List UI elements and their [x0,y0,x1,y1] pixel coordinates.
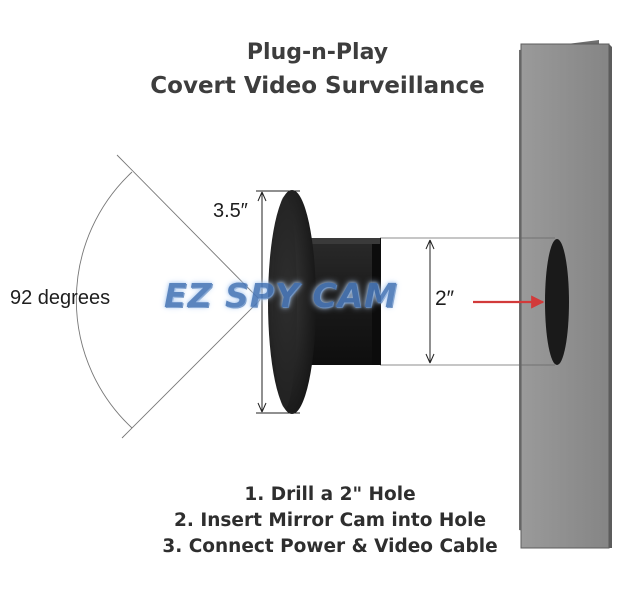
wall-hole [545,239,569,365]
step-2: 2. Insert Mirror Cam into Hole [174,510,486,531]
installation-steps: 1. Drill a 2" Hole 2. Insert Mirror Cam … [110,482,550,560]
step-1: 1. Drill a 2" Hole [244,484,416,505]
mirror-camera [268,190,381,414]
title-line-2: Covert Video Surveillance [150,73,485,99]
title-line-1: Plug-n-Play [246,40,389,65]
hole-diameter-label: 2″ [435,287,455,310]
step-3: 3. Connect Power & Video Cable [162,536,498,557]
brand-watermark: EZ SPY CAM [164,276,398,315]
viewing-angle-label: 92 degrees [10,287,111,309]
hole-dimension-line [425,239,435,364]
mirror-diameter-label: 3.5″ [213,200,248,222]
mirror-dimension-line [256,190,300,414]
field-of-view-guide [75,154,261,439]
